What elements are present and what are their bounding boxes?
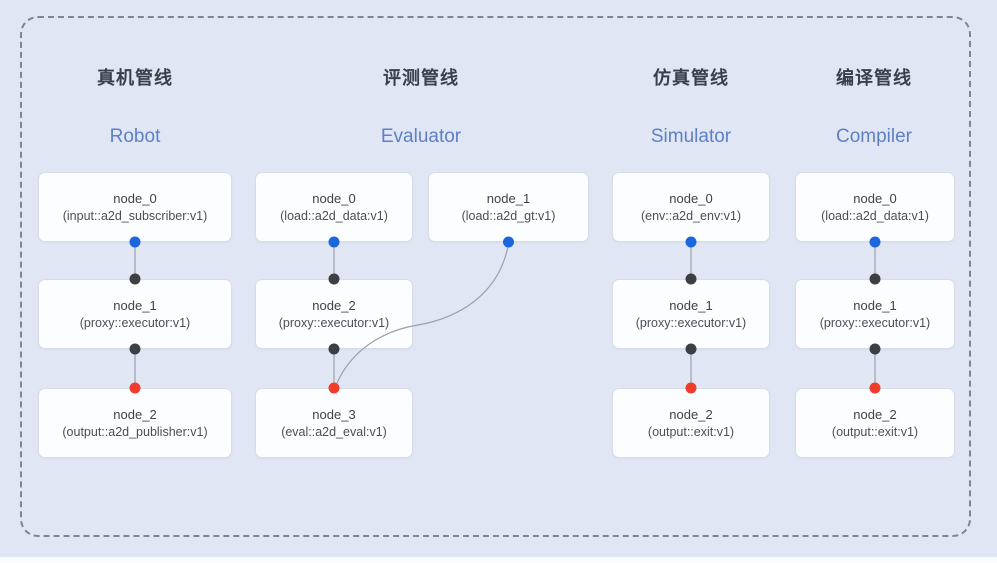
node-type: (output::exit:v1) xyxy=(831,425,919,439)
node-type: (proxy::executor:v1) xyxy=(819,316,931,330)
pipeline-title-en-compiler: Compiler xyxy=(835,126,913,147)
pipeline-title-zh-robot: 真机管线 xyxy=(97,68,173,88)
pipeline-title-en-simulator: Simulator xyxy=(650,126,732,147)
node-box-evaluator-node1: node_1 (load::a2d_gt:v1) xyxy=(428,172,589,242)
node-label: node_2 xyxy=(312,298,356,313)
pipeline-title-zh-compiler: 编译管线 xyxy=(836,68,912,88)
node-box-compiler-node1: node_1 (proxy::executor:v1) xyxy=(795,279,955,349)
node-box-compiler-node0: node_0 (load::a2d_data:v1) xyxy=(795,172,955,242)
node-box-evaluator-node0: node_0 (load::a2d_data:v1) xyxy=(255,172,413,242)
pipeline-title-en-robot: Robot xyxy=(109,126,161,147)
pipeline-title-zh-simulator: 仿真管线 xyxy=(653,68,729,88)
node-box-simulator-node1: node_1 (proxy::executor:v1) xyxy=(612,279,770,349)
node-label: node_2 xyxy=(113,407,157,422)
node-box-simulator-node2: node_2 (output::exit:v1) xyxy=(612,388,770,458)
node-type: (proxy::executor:v1) xyxy=(79,316,191,330)
node-type: (proxy::executor:v1) xyxy=(635,316,747,330)
node-label: node_1 xyxy=(113,298,157,313)
node-box-evaluator-node3: node_3 (eval::a2d_eval:v1) xyxy=(255,388,413,458)
dashed-border-frame xyxy=(20,16,971,537)
node-label: node_0 xyxy=(669,191,713,206)
node-label: node_0 xyxy=(853,191,897,206)
node-type: (output::a2d_publisher:v1) xyxy=(62,425,208,439)
node-type: (env::a2d_env:v1) xyxy=(640,209,742,223)
node-box-evaluator-node2: node_2 (proxy::executor:v1) xyxy=(255,279,413,349)
node-type: (load::a2d_gt:v1) xyxy=(461,209,556,223)
node-type: (proxy::executor:v1) xyxy=(278,316,390,330)
pipeline-title-en-evaluator: Evaluator xyxy=(380,126,462,147)
node-type: (output::exit:v1) xyxy=(647,425,735,439)
pipeline-title-zh-evaluator: 评测管线 xyxy=(383,68,459,88)
page-bottom-edge xyxy=(0,557,997,563)
node-box-robot-node2: node_2 (output::a2d_publisher:v1) xyxy=(38,388,232,458)
node-label: node_0 xyxy=(312,191,356,206)
node-label: node_1 xyxy=(486,191,531,206)
node-box-robot-node0: node_0 (input::a2d_subscriber:v1) xyxy=(38,172,232,242)
node-label: node_0 xyxy=(113,191,157,206)
node-label: node_1 xyxy=(853,298,897,313)
node-box-robot-node1: node_1 (proxy::executor:v1) xyxy=(38,279,232,349)
node-label: node_3 xyxy=(312,407,356,422)
node-label: node_2 xyxy=(853,407,897,422)
node-label: node_2 xyxy=(669,407,713,422)
node-box-simulator-node0: node_0 (env::a2d_env:v1) xyxy=(612,172,770,242)
node-type: (eval::a2d_eval:v1) xyxy=(281,425,387,439)
node-type: (load::a2d_data:v1) xyxy=(821,209,929,223)
node-box-compiler-node2: node_2 (output::exit:v1) xyxy=(795,388,955,458)
node-type: (load::a2d_data:v1) xyxy=(280,209,388,223)
node-label: node_1 xyxy=(669,298,713,313)
node-type: (input::a2d_subscriber:v1) xyxy=(62,209,208,223)
